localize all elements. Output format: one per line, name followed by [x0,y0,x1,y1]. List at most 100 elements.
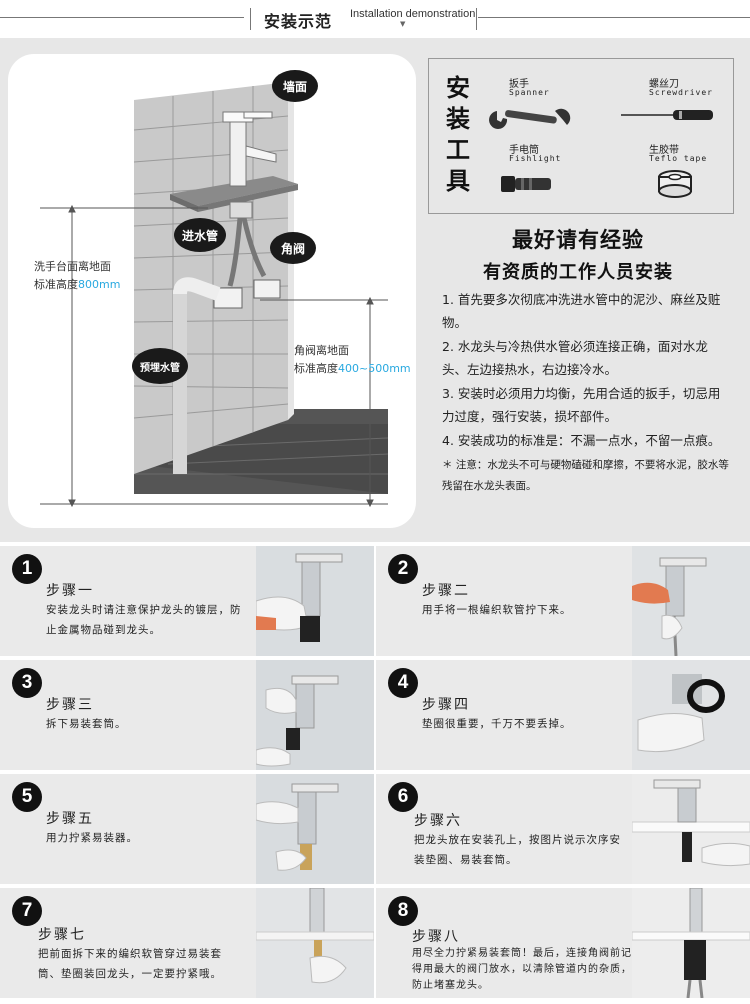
step-description: 安装龙头时请注意保护龙头的镀层，防止金属物品碰到龙头。 [46,604,242,636]
teflon-tape-icon [658,170,692,198]
step-title: 步骤七 [38,927,86,943]
rule-item: 4. 安装成功的标准是：不漏一点水，不留一点痕。 [442,433,721,448]
step-description: 垫圈很重要，千万不要丢掉。 [422,718,572,730]
tools-box: 安装工具 扳手 Spanner 螺丝刀 Screwdriver 手电筒 Fish… [428,58,734,214]
basin-height-line: 标准高度800mm [34,276,120,294]
step-card-8: 8 步骤八 用尽全力拧紧易装套筒！最后，连接角阀前记得用最大的阀门放水，以清除管… [376,888,750,998]
tool-screwdriver-en: Screwdriver [649,88,713,97]
rule-item: 3. 安装时必须用力均衡，先用合适的扳手，切忌用力过度，强行安装，损坏部件。 [442,386,721,424]
callout-angle-valve: 角阀 [270,232,316,264]
diagram-illustration [40,82,389,508]
step-number-badge: 8 [388,896,418,926]
callout-inlet-bubble: 进水管 [174,218,226,252]
tool-teflon-tape-zh: 生胶带 [649,145,679,156]
tool-teflon-tape-en: Teflo tape [649,154,708,163]
step-card-4: 4 步骤四 垫圈很重要，千万不要丢掉。 [376,660,750,770]
valve-height-label: 角阀离地面 标准高度400~500mm [294,342,411,378]
step-number-badge: 3 [12,668,42,698]
step-photo [632,774,750,884]
basin-height-caption: 洗手台面离地面 [34,260,111,273]
rule-item: 2. 水龙头与冷热供水管必须连接正确，面对水龙头、左边接热水，右边接冷水。 [442,339,708,377]
step-photo [256,888,374,998]
valve-height-value: 400~500mm [338,362,411,375]
step-photo [632,660,750,770]
step-description: 用尽全力拧紧易装套筒！最后，连接角阀前记得用最大的阀门放水，以清除管道内的杂质，… [412,948,632,991]
installation-diagram: 墙面 进水管 角阀 预埋水管 洗手台面离地面 标准高度800mm 角阀离地面 标… [8,54,416,528]
step-title: 步骤六 [414,813,462,829]
step-description: 把前面拆下来的编织软管穿过易装套筒、垫圈装回龙头，一定要拧紧哦。 [38,948,222,980]
header-title-box: 安装示范 Installation demonstration [250,2,477,32]
caution-note: ＊ 注意：水龙头不可与硬物磕碰和摩擦，不要将水泥，胶水等残留在水龙头表面。 [442,459,729,492]
tool-spanner-en: Spanner [509,88,550,97]
step-description: 用力拧紧易装器。 [46,832,138,844]
step-photo-image [256,660,374,770]
callout-embedded-pipe-label: 预埋水管 [140,362,180,374]
step-description: 拆下易装套筒。 [46,718,127,730]
step-photo-image [632,774,750,884]
callout-wall-label: 墙面 [282,79,307,94]
header-divider-left [0,17,244,18]
valve-height-line: 标准高度400~500mm [294,360,411,378]
step-number-badge: 7 [12,896,42,926]
tools-title: 安装工具 [446,74,470,195]
step-number-badge: 4 [388,668,418,698]
step-photo-image [632,660,750,770]
basin-height-value: 800mm [78,278,121,291]
step-photo [256,660,374,770]
step-photo-image [256,546,374,656]
header-divider-right [478,17,750,18]
tool-flashlight-en: Fishlight [509,154,562,163]
step-photo [256,546,374,656]
valve-height-prefix: 标准高度 [294,362,338,375]
step-number-badge: 5 [12,782,42,812]
callout-inlet: 进水管 [174,218,226,252]
flashlight-icon [501,176,551,192]
header-tick-right [476,8,477,30]
callout-angle-valve-bubble: 角阀 [270,232,316,264]
step-description: 把龙头放在安装孔上，按图片说示次序安装垫圈、易装套筒。 [414,834,621,866]
top-panel: 墙面 进水管 角阀 预埋水管 洗手台面离地面 标准高度800mm 角阀离地面 标… [0,38,750,542]
header-tick-left [250,8,251,30]
step-card-2: 2 步骤二 用手将一根编织软管拧下来。 [376,546,750,656]
callout-wall-bubble: 墙面 [272,70,318,102]
spanner-icon [489,108,571,129]
step-title: 步骤四 [422,697,470,713]
step-photo-image [256,774,374,884]
tool-screwdriver-zh: 螺丝刀 [649,79,679,90]
step-number-badge: 1 [12,554,42,584]
step-photo-image [632,546,750,656]
step-photo [256,774,374,884]
tool-spanner: 扳手 Spanner [489,75,629,145]
advice-line-1: 最好请有经验 [512,228,644,252]
step-photo-image [256,888,374,998]
tool-screwdriver: 螺丝刀 Screwdriver [621,75,750,145]
tool-flashlight: 手电筒 Fishlight [501,141,629,211]
step-number-badge: 2 [388,554,418,584]
callout-inlet-label: 进水管 [181,228,218,243]
callout-embedded-pipe-bubble: 预埋水管 [132,348,188,384]
tool-spanner-zh: 扳手 [509,79,529,90]
step-card-6: 6 步骤六 把龙头放在安装孔上，按图片说示次序安装垫圈、易装套筒。 [376,774,750,884]
step-card-5: 5 步骤五 用力拧紧易装器。 [0,774,374,884]
header-title-en: Installation demonstration [350,8,476,20]
callout-wall: 墙面 [272,70,318,102]
rules-list: 1. 首先要多次彻底冲洗进水管中的泥沙、麻丝及赃物。 2. 水龙头与冷热供水管必… [442,288,730,497]
step-title: 步骤一 [46,583,94,599]
step-title: 步骤五 [46,811,94,827]
tool-teflon-tape: 生胶带 Teflo tape [649,141,750,211]
valve-height-caption: 角阀离地面 [294,344,349,357]
step-photo-image [632,888,750,998]
step-card-3: 3 步骤三 拆下易装套筒。 [0,660,374,770]
step-card-7: 7 步骤七 把前面拆下来的编织软管穿过易装套筒、垫圈装回龙头，一定要拧紧哦。 [0,888,374,998]
basin-height-prefix: 标准高度 [34,278,78,291]
step-title: 步骤八 [412,929,460,945]
advice-line-2: 有资质的工作人员安装 [483,262,673,283]
tool-flashlight-zh: 手电筒 [509,145,539,156]
step-photo [632,546,750,656]
step-photo [632,888,750,998]
step-description: 用手将一根编织软管拧下来。 [422,604,572,616]
step-card-1: 1 步骤一 安装龙头时请注意保护龙头的镀层，防止金属物品碰到龙头。 [0,546,374,656]
header-arrow-icon: ▼ [400,20,406,28]
step-title: 步骤三 [46,697,94,713]
step-number-badge: 6 [388,782,418,812]
